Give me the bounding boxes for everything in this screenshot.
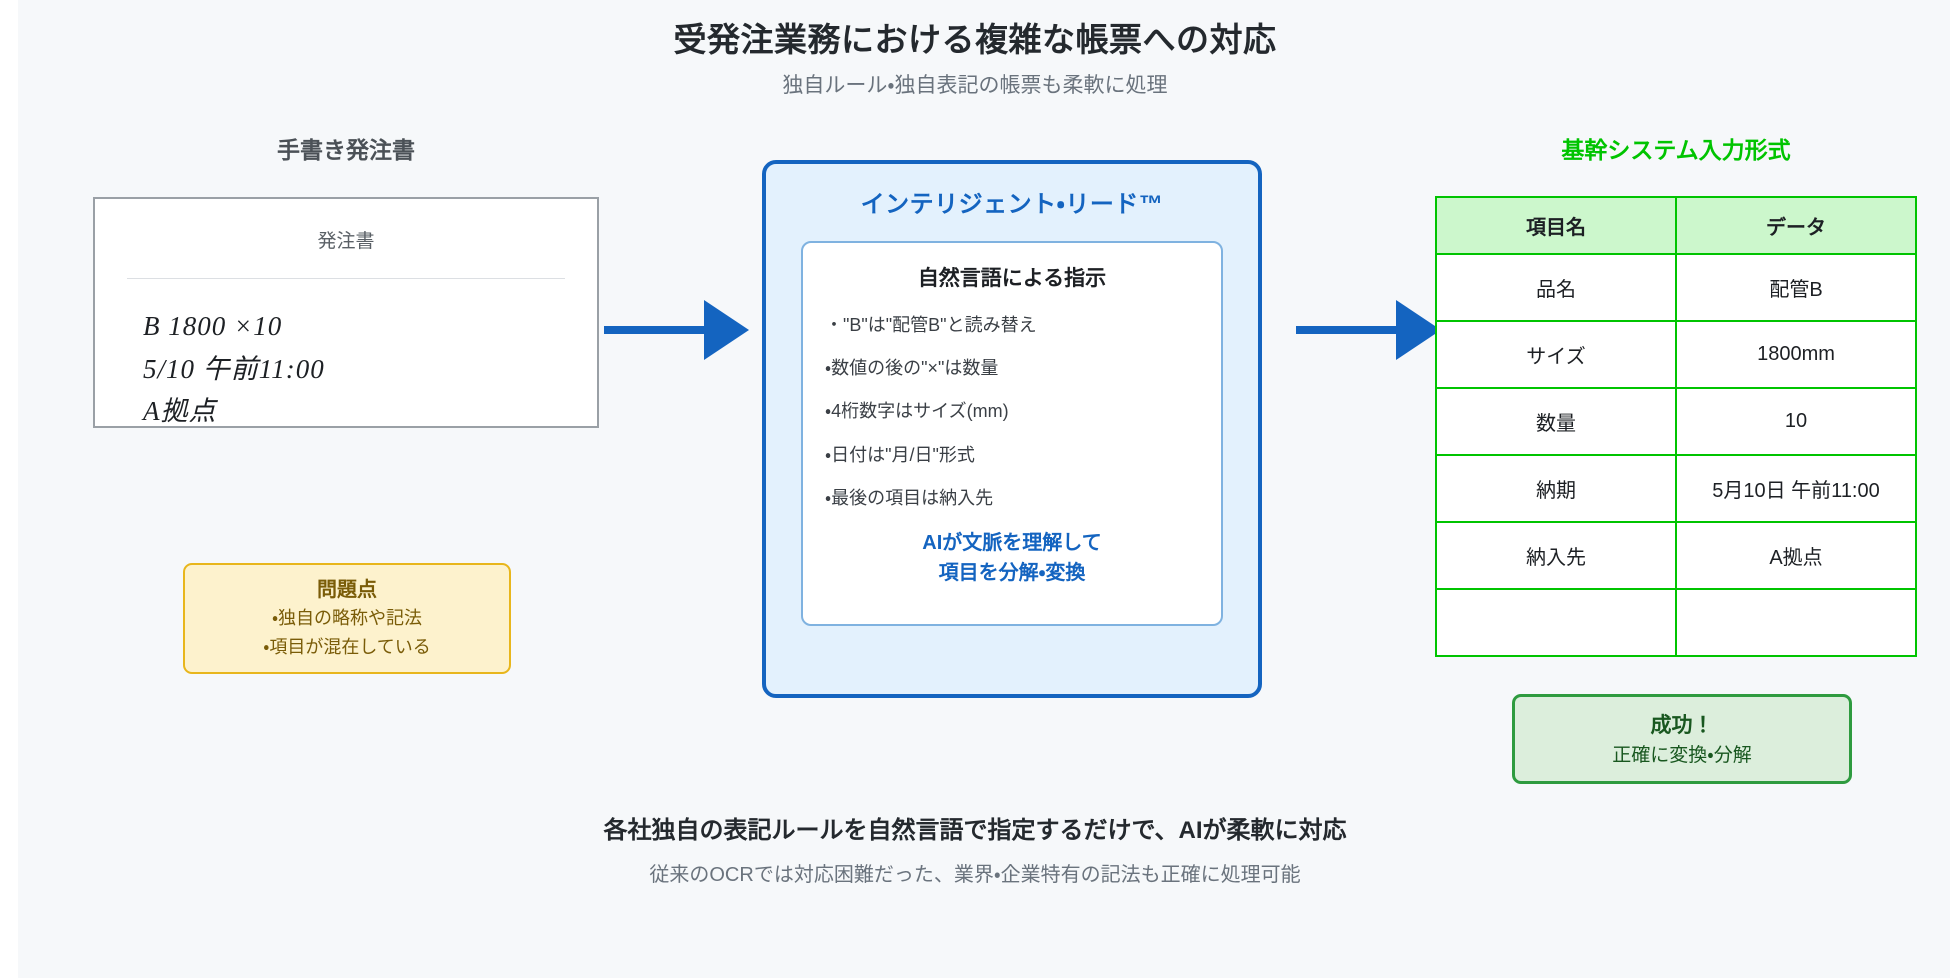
table-header-row: 項目名 データ: [1435, 196, 1917, 255]
table-cell-value: A拠点: [1675, 521, 1917, 590]
ai-conclusion-line: AIが文脈を理解して: [922, 531, 1102, 554]
handwritten-line: B 1800 ×10: [143, 311, 283, 341]
footer-subtitle: 従来のOCRでは対応困難だった、業界・企業特有の記法も正確に処理可能: [649, 863, 1301, 886]
system-input-table: 項目名 データ 品名 配管B サイズ 1800mm 数量 10 納期 5月10日…: [1435, 196, 1917, 657]
arrow-shaft: [1296, 326, 1396, 334]
instruction-card-title: 自然言語による指示: [917, 267, 1107, 290]
table-cell-field: [1435, 588, 1677, 657]
table-column-header: 項目名: [1435, 196, 1677, 255]
table-cell-field: 納期: [1435, 454, 1677, 523]
right-column-label: 基幹システム入力形式: [1561, 137, 1791, 163]
table-cell-value: 5月10日 午前11:00: [1675, 454, 1917, 523]
table-column-header: データ: [1675, 196, 1917, 255]
problem-note-item: ・独自の略称や記法: [271, 608, 423, 628]
table-cell-value: 10: [1675, 387, 1917, 456]
table-row: 数量 10: [1435, 387, 1917, 456]
instruction-rule-item: ・最後の項目は納入先: [825, 487, 994, 508]
success-note: 成功！ 正確に変換・分解: [1512, 694, 1852, 784]
arrow-shaft: [604, 326, 704, 334]
arrow-head: [704, 300, 749, 360]
document-heading: 発注書: [317, 231, 375, 252]
success-note-title: 成功！: [1650, 714, 1714, 737]
page-title: 受発注業務における複雑な帳票への対応: [673, 21, 1277, 58]
instruction-rule-item: ・"B"は"配管B"と読み替え: [825, 315, 1037, 336]
handwritten-content: B 1800 ×10 5/10 午前11:00 A拠点: [143, 305, 597, 433]
table-cell-field: 品名: [1435, 253, 1677, 322]
handwritten-order-document: 発注書 B 1800 ×10 5/10 午前11:00 A拠点: [93, 197, 599, 428]
table-row-empty: [1435, 588, 1917, 657]
intelligent-read-panel: インテリジェント・リード™ 自然言語による指示 ・"B"は"配管B"と読み替え …: [762, 160, 1262, 698]
problem-note: 問題点 ・独自の略称や記法 ・項目が混在している: [183, 563, 511, 674]
table-cell-value: 1800mm: [1675, 320, 1917, 389]
arrow-ai-to-table-icon: [1296, 300, 1441, 360]
page-header: 受発注業務における複雑な帳票への対応 独自ルール・独自表記の帳票も柔軟に処理: [0, 18, 1950, 100]
page-subtitle: 独自ルール・独自表記の帳票も柔軟に処理: [782, 73, 1168, 97]
arrow-head: [1396, 300, 1441, 360]
left-column-label: 手書き発注書: [277, 137, 415, 163]
table-cell-field: サイズ: [1435, 320, 1677, 389]
document-divider: [127, 278, 565, 279]
table-row: 納入先 A拠点: [1435, 521, 1917, 590]
table-cell-value: [1675, 588, 1917, 657]
handwritten-line: 5/10 午前11:00: [143, 353, 325, 384]
ai-conclusion: AIが文脈を理解して 項目を分解・変換: [803, 528, 1221, 589]
table-cell-field: 数量: [1435, 387, 1677, 456]
table-row: 納期 5月10日 午前11:00: [1435, 454, 1917, 523]
page-footer: 各社独自の表記ルールを自然言語で指定するだけで、AIが柔軟に対応 従来のOCRで…: [0, 814, 1950, 889]
table-cell-field: 納入先: [1435, 521, 1677, 590]
instruction-rule-item: ・数値の後の"×"は数量: [825, 358, 999, 379]
natural-language-instruction-card: 自然言語による指示 ・"B"は"配管B"と読み替え ・数値の後の"×"は数量 ・…: [801, 241, 1223, 626]
left-edge-strip: [0, 0, 18, 978]
table-cell-value: 配管B: [1675, 253, 1917, 322]
table-row: サイズ 1800mm: [1435, 320, 1917, 389]
intelligent-read-title: インテリジェント・リード™: [860, 191, 1164, 218]
handwritten-line: A拠点: [143, 396, 217, 427]
instruction-rule-list: ・"B"は"配管B"と読み替え ・数値の後の"×"は数量 ・4桁数字はサイズ(m…: [825, 312, 1221, 510]
ai-conclusion-line: 項目を分解・変換: [938, 562, 1086, 585]
problem-note-item: ・項目が混在している: [263, 637, 431, 658]
instruction-rule-item: ・4桁数字はサイズ(mm): [825, 401, 1009, 422]
arrow-doc-to-ai-icon: [604, 300, 749, 360]
success-note-line: 正確に変換・分解: [1612, 745, 1752, 767]
instruction-rule-item: ・日付は"月/日"形式: [825, 444, 975, 465]
problem-note-title: 問題点: [317, 579, 377, 601]
footer-title: 各社独自の表記ルールを自然言語で指定するだけで、AIが柔軟に対応: [603, 817, 1347, 844]
table-row: 品名 配管B: [1435, 253, 1917, 322]
